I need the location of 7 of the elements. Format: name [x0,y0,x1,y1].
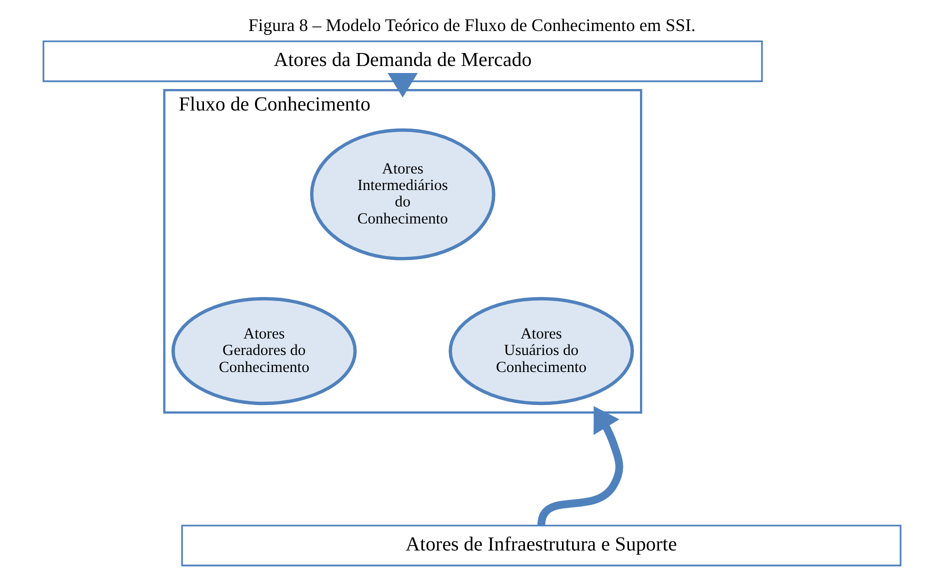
node-box: Atores de Infraestrutura e Suporte [181,524,902,566]
arrow [537,406,624,526]
node-ellipse: Atores Geradores do Conhecimento [171,297,357,406]
diagram-title: Figura 8 – Modelo Teórico de Fluxo de Conhecimento em SSI. [248,15,696,36]
arrow [388,72,418,98]
node-ellipse: Atores Intermediários do Conhecimento [310,128,496,260]
node-ellipse: Atores Usuários do Conhecimento [448,297,634,406]
